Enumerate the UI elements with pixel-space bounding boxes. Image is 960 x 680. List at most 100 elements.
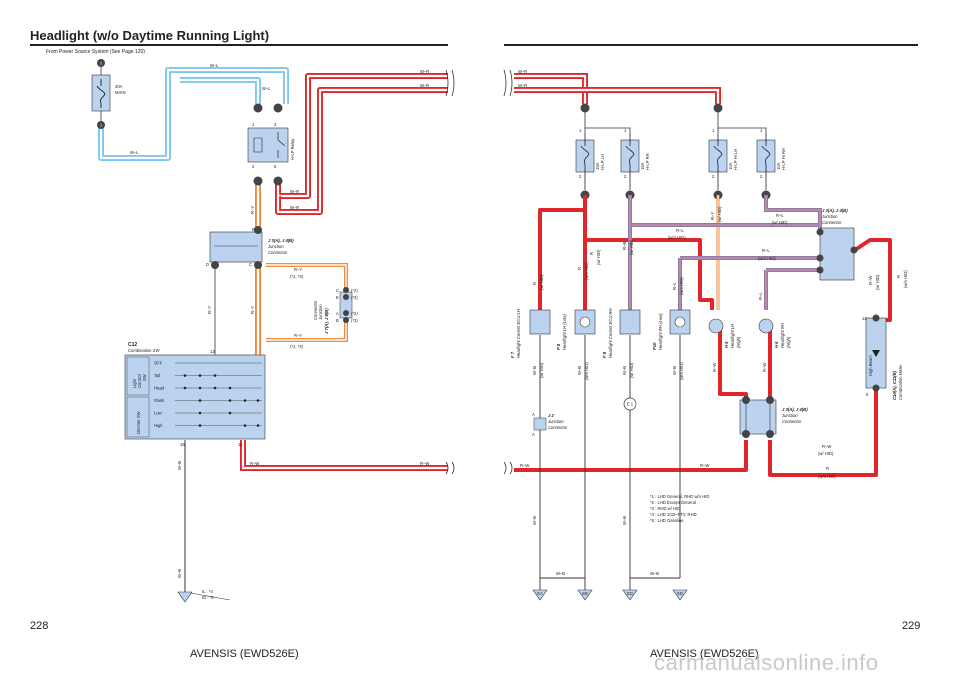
svg-text:Control: Control [137, 374, 142, 388]
wire-r-y [255, 183, 348, 355]
svg-text:12: 12 [862, 316, 867, 321]
wire-w-b-right [539, 335, 681, 590]
svg-text:R–Y: R–Y [207, 306, 212, 314]
svg-text:Combination Meter: Combination Meter [898, 364, 903, 400]
model-right: AVENSIS (EWD526E) [650, 648, 759, 660]
svg-text:W–B: W–B [556, 571, 565, 576]
svg-text:11: 11 [238, 442, 243, 447]
svg-text:(w/ HID): (w/ HID) [596, 249, 601, 265]
note-line: *4 : LHD 1CD–FTV, RHD [650, 512, 697, 517]
svg-text:(w/ HID): (w/ HID) [629, 362, 634, 378]
svg-text:2: 2 [712, 174, 715, 179]
svg-text:(w/o HID): (w/o HID) [903, 270, 908, 288]
ground-label: EB [582, 591, 588, 596]
wire-w-r-right [514, 73, 721, 104]
svg-text:E: E [252, 227, 255, 232]
svg-text:(*2): (*2) [351, 311, 358, 316]
svg-text:R–W: R–W [520, 463, 529, 468]
svg-text:1: 1 [712, 128, 715, 133]
svg-text:W–R: W–R [420, 69, 429, 74]
svg-text:16: 16 [180, 442, 185, 447]
svg-text:R: R [896, 275, 901, 278]
svg-text:R–L: R–L [676, 228, 684, 233]
svg-text:(w/ HID): (w/ HID) [875, 274, 880, 290]
svg-text:(w/ HID): (w/ HID) [539, 274, 544, 290]
component-id: F 8 [602, 351, 607, 358]
svg-text:R–W: R–W [868, 276, 873, 285]
svg-text:W–R: W–R [518, 83, 527, 88]
switch-position-flash: Flash [154, 398, 165, 403]
relay-label: H-LP Relay [290, 138, 295, 160]
svg-text:Light: Light [132, 378, 137, 388]
svg-text:R–Y: R–Y [294, 333, 302, 338]
svg-text:(High): (High) [736, 336, 741, 348]
svg-text:W–B: W–B [177, 461, 182, 470]
svg-text:H-LP RH: H-LP RH [645, 153, 650, 170]
svg-text:J 2: J 2 [548, 413, 554, 418]
combination-switch: C12 Combination SW Light Control SW Dimm… [124, 342, 266, 447]
svg-text:3: 3 [274, 122, 277, 127]
svg-text:W–B: W–B [622, 516, 627, 525]
svg-text:2: 2 [252, 164, 255, 169]
svg-text:Headlight RH (Low): Headlight RH (Low) [658, 313, 663, 350]
svg-text:D: D [206, 262, 209, 267]
watermark: carmanualsonline.info [654, 650, 879, 675]
svg-text:E: E [336, 295, 339, 300]
wire-w-l [98, 67, 289, 161]
wire-w-r [275, 73, 448, 215]
svg-text:W–L: W–L [262, 86, 271, 91]
svg-text:15A: 15A [595, 162, 600, 170]
wire-r-w [240, 440, 448, 471]
svg-text:W–B: W–B [650, 571, 659, 576]
svg-text:C10(A), C11(B): C10(A), C11(B) [892, 370, 897, 400]
model-left: AVENSIS (EWD526E) [190, 648, 299, 660]
svg-text:(w/o HID): (w/o HID) [679, 277, 684, 295]
ground-label: EA [537, 591, 543, 596]
svg-text:Headlight LH: Headlight LH [730, 323, 735, 348]
page-title: Headlight (w/o Daytime Running Light) [30, 28, 270, 43]
component-id: H 5 [724, 341, 729, 348]
svg-text:10A: 10A [776, 162, 781, 170]
svg-text:W–B: W–B [532, 366, 537, 375]
svg-text:W–B: W–B [622, 366, 627, 375]
note-line: *2 : LHD Except General [650, 500, 696, 505]
svg-text:J 3(A), J 4(B): J 3(A), J 4(B) [782, 407, 808, 412]
svg-text:Junction: Junction [318, 304, 323, 321]
svg-text:E 1: E 1 [627, 402, 634, 407]
title-rule-right [504, 44, 918, 46]
svg-text:IL : *4: IL : *4 [202, 589, 213, 594]
page-number-left: 228 [30, 620, 49, 632]
svg-text:(*2, *3): (*2, *3) [290, 344, 304, 349]
svg-text:High Beam: High Beam [868, 355, 873, 376]
svg-text:Headlight Control ECU LH: Headlight Control ECU LH [516, 308, 521, 358]
ground-label: ED [677, 591, 683, 596]
svg-text:(w/o HID): (w/o HID) [818, 474, 836, 479]
switch-position-low: Low [154, 411, 163, 416]
note-line: *1 : LHD General, RHD w/o HID [650, 494, 709, 499]
svg-text:W–R: W–R [518, 69, 527, 74]
junction-connector-upper-right: J 3(A), J 4(B) Junction Connector [816, 208, 858, 281]
ground-label: ED [627, 591, 633, 596]
svg-text:R–L: R–L [758, 292, 763, 300]
svg-text:R–L: R–L [762, 248, 770, 253]
power-source-note: From Power Source System (See Page 120) [46, 49, 145, 55]
svg-text:R–Y: R–Y [294, 267, 302, 272]
svg-text:5: 5 [274, 164, 277, 169]
svg-text:1: 1 [760, 128, 763, 133]
svg-text:W–B: W–B [577, 366, 582, 375]
svg-text:MAIN: MAIN [115, 90, 125, 95]
svg-text:(High): (High) [786, 336, 791, 348]
svg-text:W–R: W–R [420, 83, 429, 88]
svg-text:R: R [577, 267, 582, 270]
svg-text:10A: 10A [728, 162, 733, 170]
svg-text:R–W: R–W [822, 444, 831, 449]
svg-text:H-LP LH: H-LP LH [600, 154, 605, 170]
svg-text:1: 1 [100, 61, 103, 66]
svg-text:R: R [826, 466, 829, 471]
svg-text:R–B: R–B [622, 242, 627, 250]
svg-text:(*3): (*3) [351, 318, 358, 323]
svg-text:R–W: R–W [712, 363, 717, 372]
svg-text:1: 1 [579, 128, 582, 133]
